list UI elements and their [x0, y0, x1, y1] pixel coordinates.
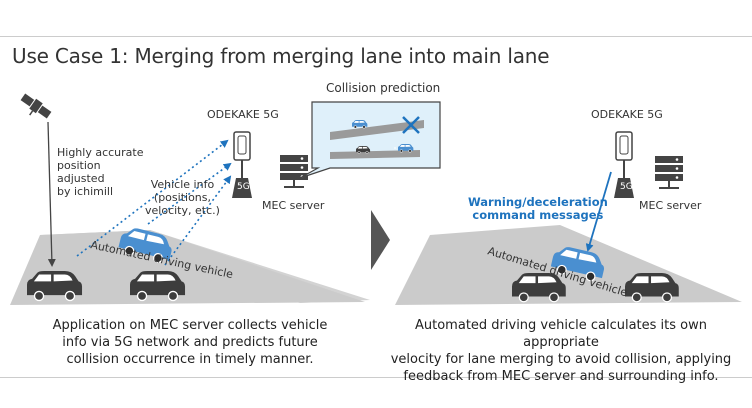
- antenna-badge-left: 5G: [237, 182, 250, 192]
- satellite-icon: [20, 93, 52, 119]
- antenna-label-right: ODEKAKE 5G: [591, 108, 663, 121]
- server-icon: [654, 155, 684, 189]
- warning-message-label: Warning/deceleration command messages: [468, 195, 608, 222]
- left-road-surface: [10, 230, 365, 305]
- antenna-badge-right: 5G: [620, 182, 633, 192]
- gps-description: Highly accurate position adjusted by ich…: [57, 146, 144, 198]
- next-step-arrow-icon: [371, 210, 390, 270]
- cross-icon: [402, 116, 420, 134]
- vehicle-info-arrow-1: [76, 139, 229, 257]
- page-title: Use Case 1: Merging from merging lane in…: [12, 44, 550, 68]
- vehicle-info-arrow-3: [164, 175, 232, 266]
- antenna-label-left: ODEKAKE 5G: [207, 108, 279, 121]
- server-label-left: MEC server: [262, 199, 325, 212]
- collision-prediction-bubble: [299, 101, 441, 179]
- vehicle-info-label: Vehicle info (positions, velocity, etc.): [145, 178, 220, 217]
- server-icon: [279, 154, 309, 188]
- gps-arrow-icon: [47, 121, 56, 267]
- left-caption: Application on MEC server collects vehic…: [52, 318, 328, 367]
- right-caption: Automated driving vehicle calculates its…: [390, 318, 732, 384]
- server-label-right: MEC server: [639, 199, 702, 212]
- vehicle-info-arrow-2: [147, 162, 232, 225]
- warning-arrow-icon: [585, 171, 612, 252]
- collision-prediction-label: Collision prediction: [326, 81, 441, 95]
